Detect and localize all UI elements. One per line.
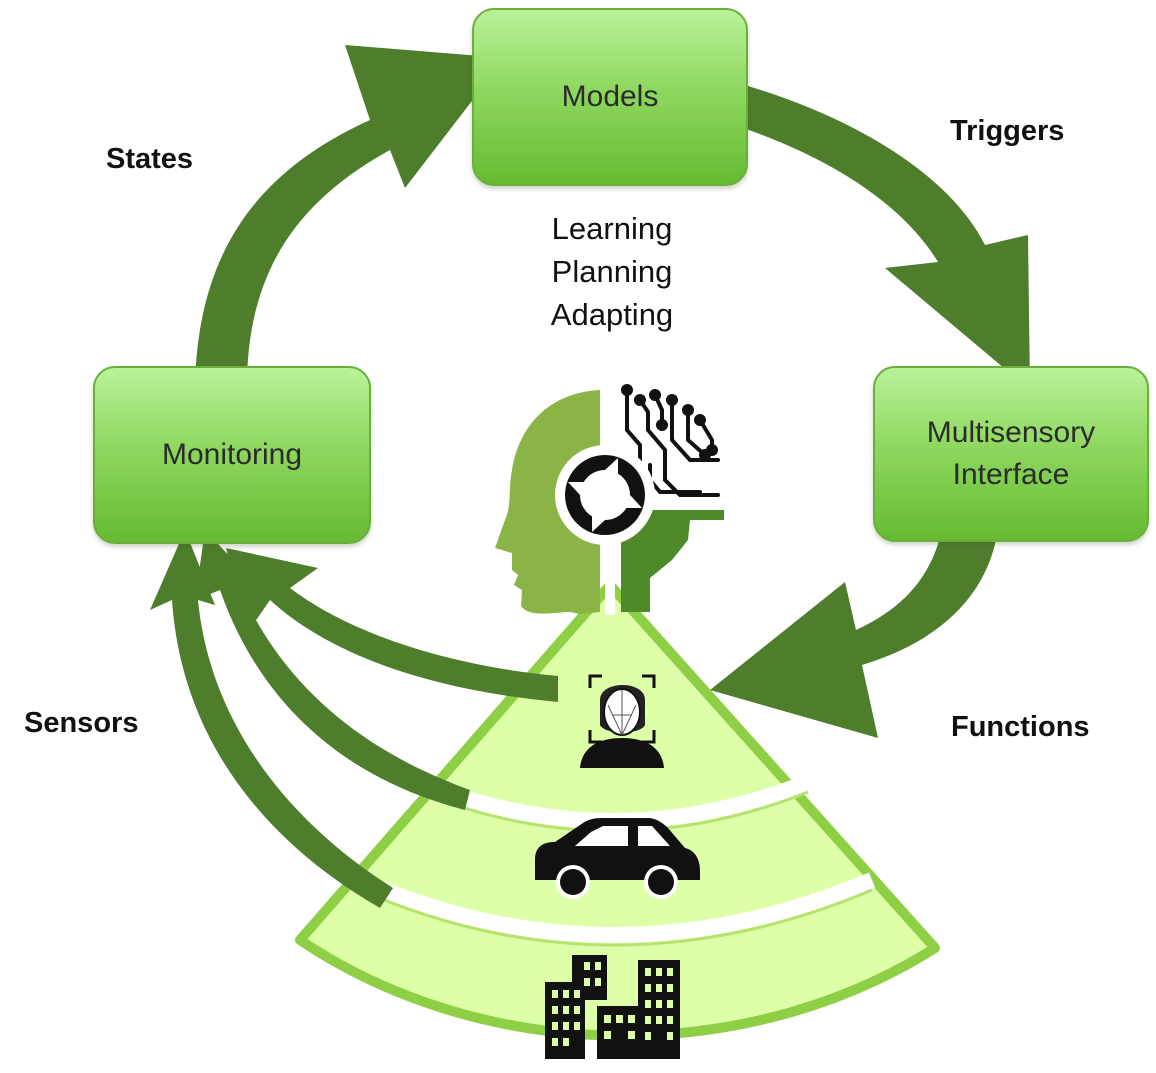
arrow-states — [195, 45, 505, 395]
monitoring-label: Monitoring — [161, 438, 303, 471]
capability-planning: Planning — [551, 254, 673, 289]
multisensory-interface-node: Multisensory Interface — [873, 366, 1149, 542]
multisensory-label-line1: Multisensory — [926, 416, 1096, 449]
edge-label-sensors: Sensors — [24, 707, 139, 739]
face-scan-driver-icon — [580, 674, 664, 768]
sector-ring-divider-2 — [356, 872, 876, 943]
head-left-half — [495, 390, 600, 614]
head-right-lower — [621, 510, 724, 612]
arrow-sensor-environment — [150, 530, 393, 908]
capability-adapting: Adapting — [550, 297, 674, 332]
arrow-triggers — [708, 75, 1030, 390]
city-buildings-icon — [545, 955, 680, 1059]
circuit-brain-icon — [621, 384, 720, 502]
center-capabilities: Learning Planning Adapting — [500, 207, 724, 336]
edge-label-triggers: Triggers — [950, 115, 1065, 147]
multisensory-label-line2: Interface — [952, 458, 1070, 491]
arrow-sensor-driver — [226, 548, 558, 702]
ai-head-icon — [495, 380, 724, 615]
models-node: Models — [472, 8, 748, 186]
sector-ring-divider-2-edge — [359, 888, 873, 947]
models-label: Models — [561, 80, 659, 113]
edge-label-states: States — [106, 143, 194, 175]
cycle-arrows — [150, 45, 1030, 908]
arrow-functions — [710, 520, 998, 738]
edge-label-functions: Functions — [951, 711, 1090, 743]
arrow-sensor-vehicle — [195, 530, 470, 810]
cycle-arrows-icon — [555, 445, 655, 545]
car-icon — [535, 818, 700, 899]
monitoring-node: Monitoring — [93, 366, 371, 544]
capability-learning: Learning — [551, 211, 673, 246]
